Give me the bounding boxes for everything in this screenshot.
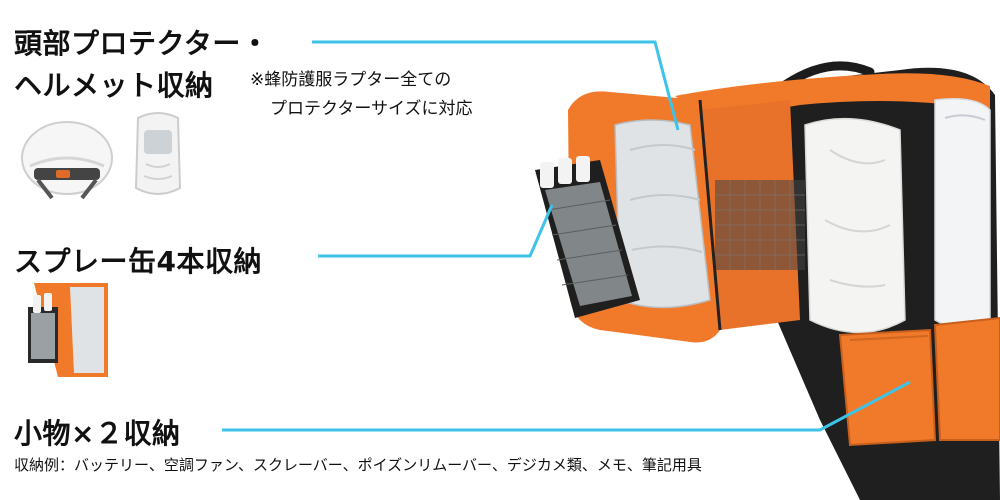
head-title-line1: 頭部プロテクター・: [14, 27, 270, 60]
spray-pocket-image: [24, 281, 110, 377]
small-title: 小物×２収納: [14, 417, 181, 450]
small-example: 収納例：バッテリー、空調ファン、スクレーバー、ポイズンリムーバー、デジカメ類、メ…: [14, 456, 702, 474]
spray-title: スプレー缶4本収納: [14, 245, 262, 278]
bag-small-pocket-1: [838, 328, 937, 447]
bag-small-pocket-2: [933, 316, 1000, 441]
bag-boot-item: [934, 98, 991, 329]
helmet-image: [21, 121, 113, 200]
bag-handle: [780, 61, 875, 90]
head-note-line2: プロテクターサイズに対応: [270, 99, 473, 119]
bag-suit-item: [804, 117, 906, 334]
spray-can-cap: [540, 162, 554, 188]
head-note-line1: ※蜂防護服ラプター全ての: [250, 70, 452, 90]
head-protector-image: [134, 112, 182, 195]
head-title-line2: ヘルメット収納: [14, 69, 214, 102]
